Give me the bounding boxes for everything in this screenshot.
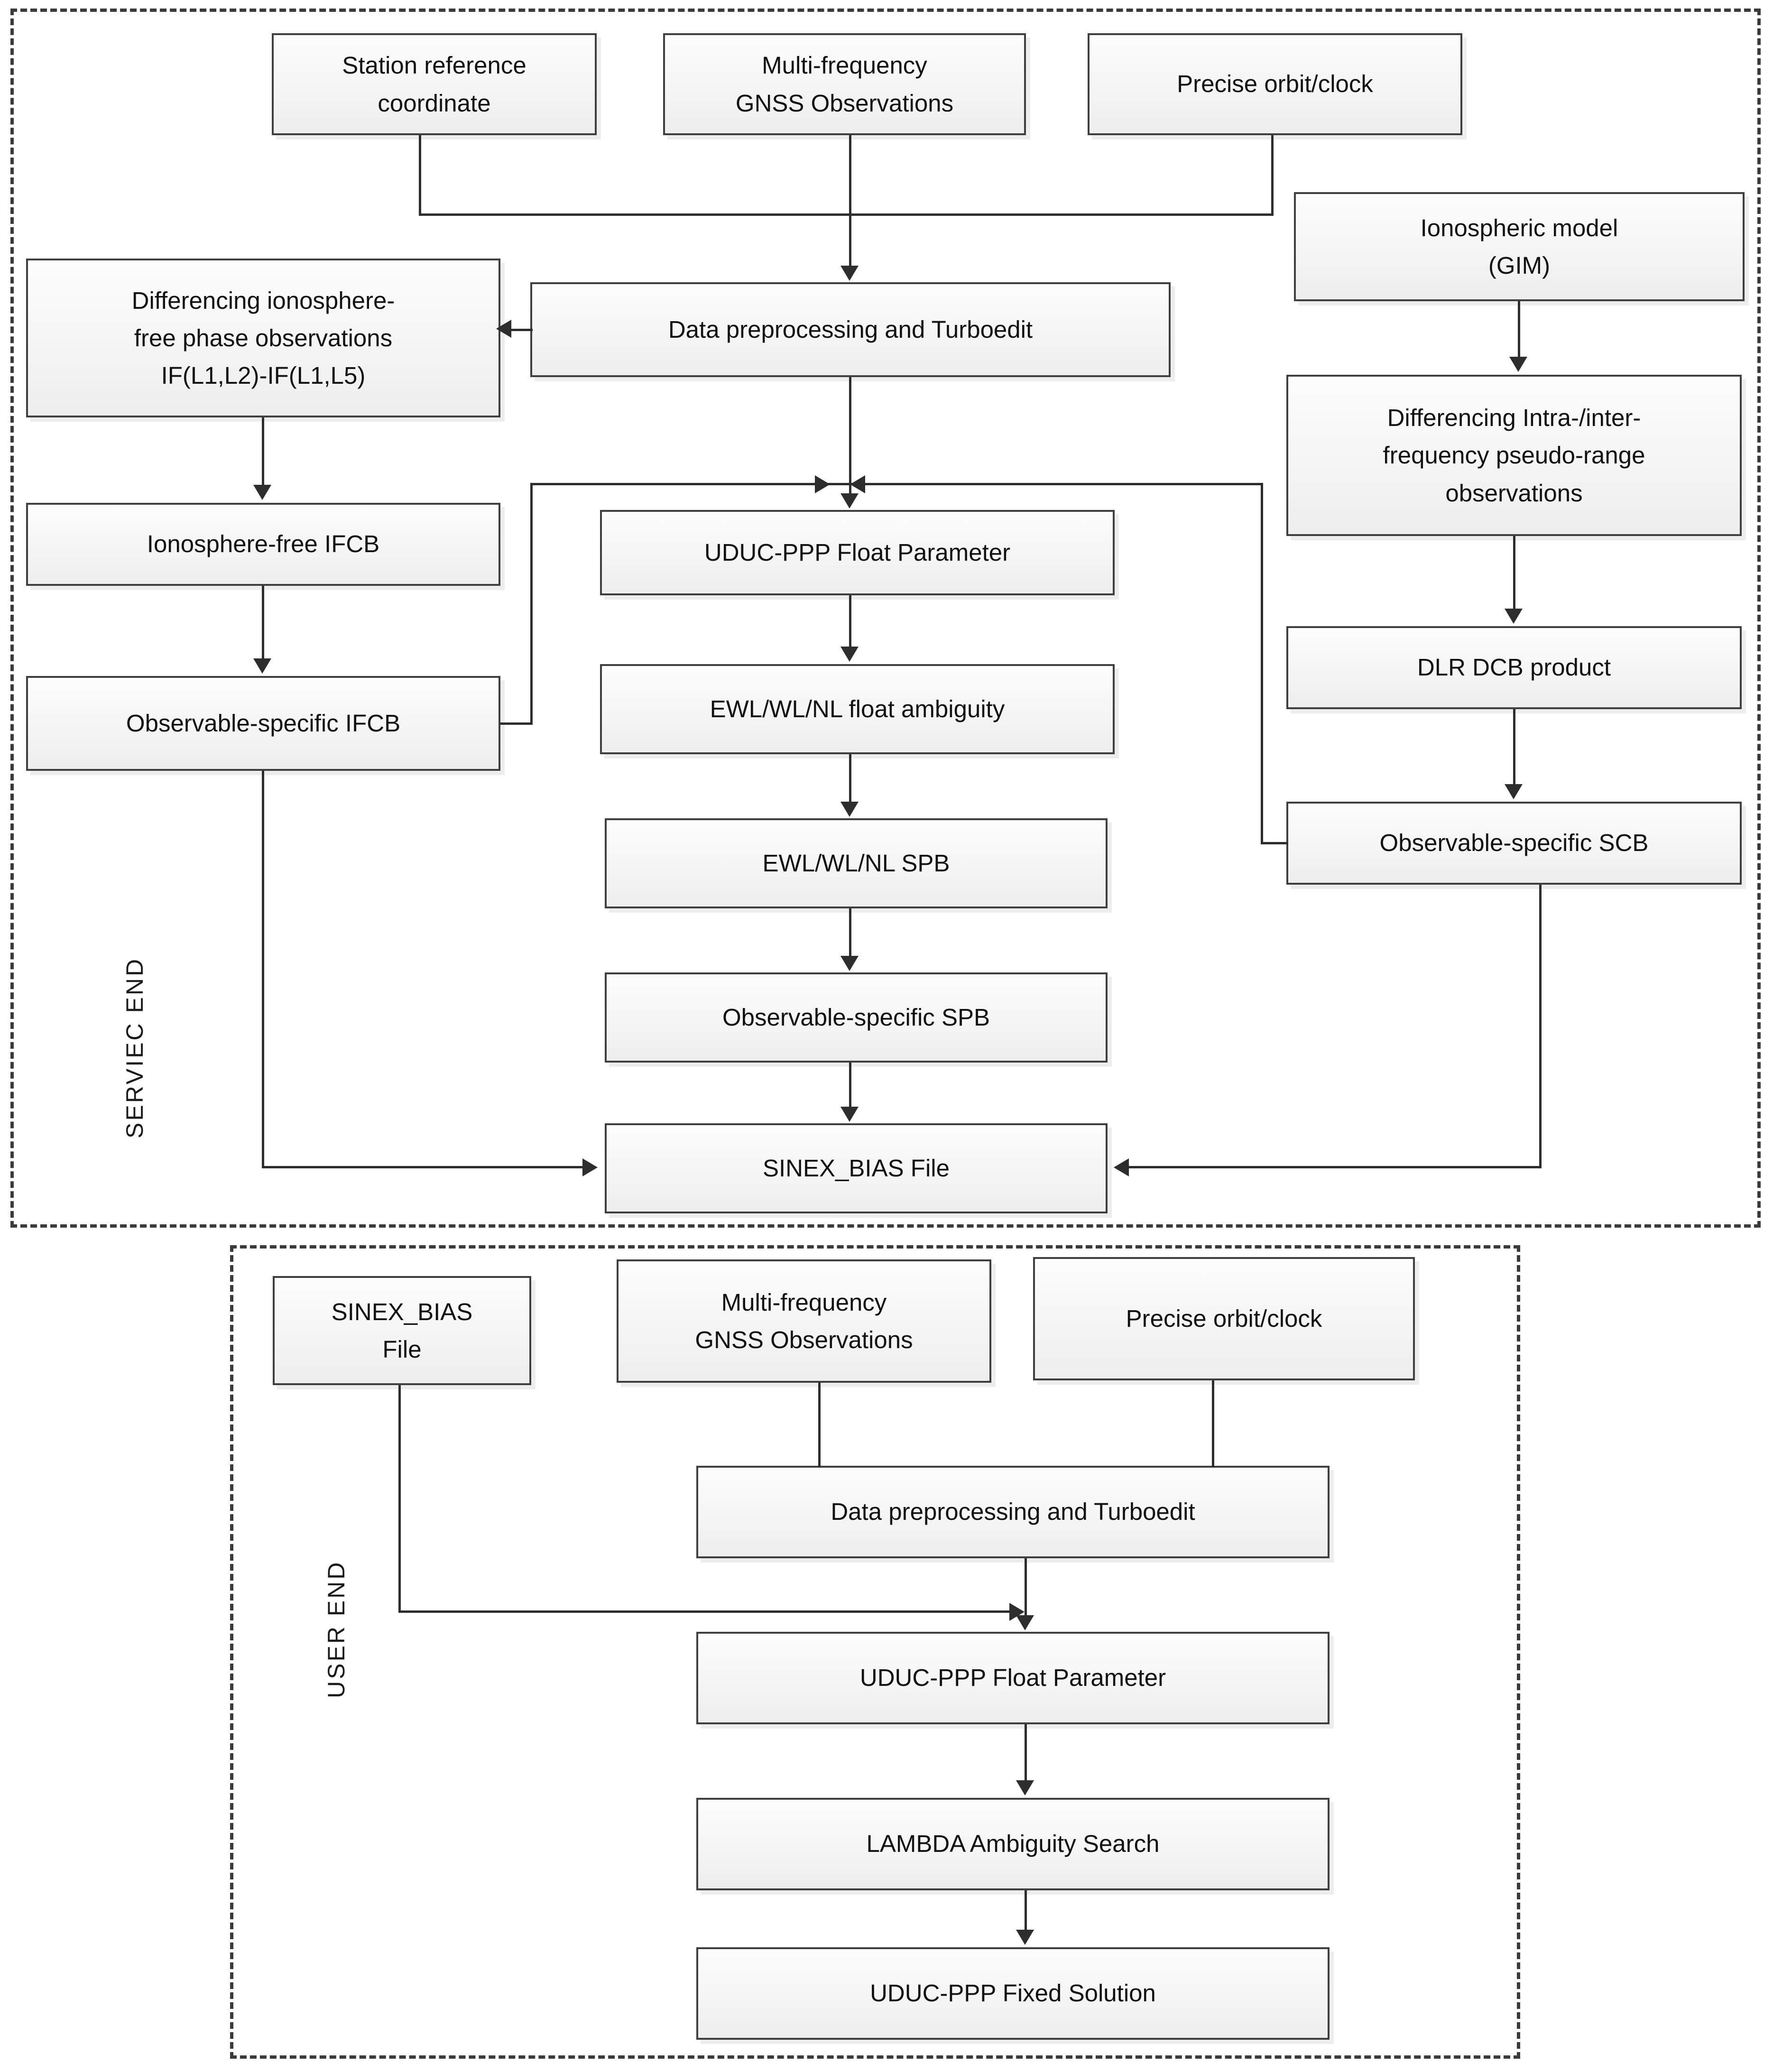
connector-ewlfloat-to-ewlspb [849,754,851,803]
connector-diffpr-to-dlr [1513,536,1515,610]
arrow-into-data-preprocessing [840,266,859,281]
node-sinex-bias-file-service[interactable]: SINEX_BIAS File [605,1123,1108,1213]
connector-ewlspb-to-obsspb [849,908,851,957]
connector-user-uduc-to-lambda [1025,1724,1027,1781]
node-observable-specific-scb[interactable]: Observable-specific SCB [1286,802,1742,885]
node-station-reference-coordinate[interactable]: Station reference coordinate [272,33,597,135]
node-ewl-wl-nl-float-ambiguity[interactable]: EWL/WL/NL float ambiguity [600,664,1115,754]
arrow-into-observable-specific-spb [840,956,859,971]
arrow-junction-from-right [850,475,865,493]
connector-obsifcb-to-sinex [262,1166,584,1168]
arrow-into-lambda-ambiguity-search [1016,1780,1034,1795]
arrow-junction-from-left [815,475,830,493]
node-dlr-dcb-product[interactable]: DLR DCB product [1286,626,1742,709]
service-end-label: SERVIEC END [121,957,148,1138]
node-uduc-ppp-fixed-solution[interactable]: UDUC-PPP Fixed Solution [696,1947,1330,2040]
service-end-panel [10,9,1761,1228]
node-observable-specific-ifcb[interactable]: Observable-specific IFCB [26,676,500,771]
node-data-preprocessing-turboedit[interactable]: Data preprocessing and Turboedit [530,282,1171,377]
connector-preproc-to-diffif [511,329,533,331]
arrow-into-ewl-wl-nl-float-ambiguity [840,647,859,662]
node-ionosphere-free-ifcb[interactable]: Ionosphere-free IFCB [26,503,500,586]
arrow-into-ewl-wl-nl-spb [840,802,859,817]
node-uduc-ppp-float-parameter-user[interactable]: UDUC-PPP Float Parameter [696,1632,1330,1724]
connector-uducfloat-to-ewlfloat [849,595,851,648]
connector-junction-down [849,483,851,496]
arrow-into-sinex-from-right [1114,1158,1129,1176]
user-end-panel [230,1245,1520,2059]
connector-ifcb-up-to-rail [530,483,533,724]
user-end-label: USER END [323,1560,350,1698]
connector-obsscb-to-sinex [1129,1166,1542,1168]
arrow-into-ionosphere-free-ifcb [253,485,271,500]
connector-obsspb-to-sinex [849,1063,851,1108]
connector-user-precise-orbit-down [1212,1380,1214,1467]
arrow-into-observable-specific-scb [1505,784,1523,799]
connector-ifcb-right-stub [500,722,533,725]
connector-obsscb-down [1539,885,1542,1168]
arrow-into-sinex-from-left [582,1158,598,1176]
node-precise-orbit-clock[interactable]: Precise orbit/clock [1088,33,1462,135]
connector-preproc-down [849,377,851,484]
node-observable-specific-spb[interactable]: Observable-specific SPB [605,972,1108,1063]
arrow-into-uduc-ppp-float-parameter-user [1016,1615,1034,1630]
arrow-into-dlr-dcb-product [1505,609,1523,624]
arrow-into-differencing-pseudo-range [1509,357,1527,372]
node-ewl-wl-nl-spb[interactable]: EWL/WL/NL SPB [605,818,1108,908]
connector-station-ref-right [419,213,1273,216]
node-multi-frequency-gnss-observations[interactable]: Multi-frequency GNSS Observations [663,33,1026,135]
arrow-into-sinex-from-top [840,1107,859,1122]
node-differencing-pseudo-range[interactable]: Differencing Intra-/inter- frequency pse… [1286,375,1742,536]
connector-gim-to-diffpr [1518,301,1520,358]
connector-precise-orbit-down [1271,135,1274,216]
connector-iffree-to-obsifcb [262,586,264,659]
node-differencing-if-phase[interactable]: Differencing ionosphere- free phase obse… [26,259,500,417]
connector-multifreq-down [849,135,851,267]
arrow-into-uduc-ppp-float-parameter [840,493,859,509]
node-data-preprocessing-turboedit-user[interactable]: Data preprocessing and Turboedit [696,1466,1330,1558]
node-precise-orbit-clock-user[interactable]: Precise orbit/clock [1033,1257,1415,1380]
connector-obsifcb-down [262,771,264,1168]
connector-station-ref-down [419,135,421,216]
connector-diffif-to-ifcb [262,417,264,486]
node-multi-frequency-gnss-observations-user[interactable]: Multi-frequency GNSS Observations [617,1259,991,1383]
connector-user-sinex-right [398,1610,1015,1613]
node-ionospheric-model-gim[interactable]: Ionospheric model (GIM) [1294,192,1745,301]
connector-user-lambda-to-fixed [1025,1890,1027,1931]
connector-scb-up-to-rail [1261,483,1263,843]
node-sinex-bias-file-user[interactable]: SINEX_BIAS File [273,1276,531,1385]
connector-scb-left-stub [1261,842,1288,844]
arrow-into-observable-specific-ifcb [253,658,271,674]
connector-junction-rail-right [849,483,1263,485]
node-lambda-ambiguity-search[interactable]: LAMBDA Ambiguity Search [696,1798,1330,1890]
node-uduc-ppp-float-parameter-service[interactable]: UDUC-PPP Float Parameter [600,510,1115,595]
connector-user-sinex-down [398,1385,401,1613]
connector-user-multifreq-down [818,1383,821,1467]
arrow-into-differencing-if-phase [496,320,511,338]
arrow-into-uduc-ppp-fixed-solution [1016,1930,1034,1945]
connector-dlr-to-obsscb [1513,709,1515,785]
connector-junction-rail-left [530,483,849,485]
connector-user-preproc-down [1025,1558,1027,1616]
